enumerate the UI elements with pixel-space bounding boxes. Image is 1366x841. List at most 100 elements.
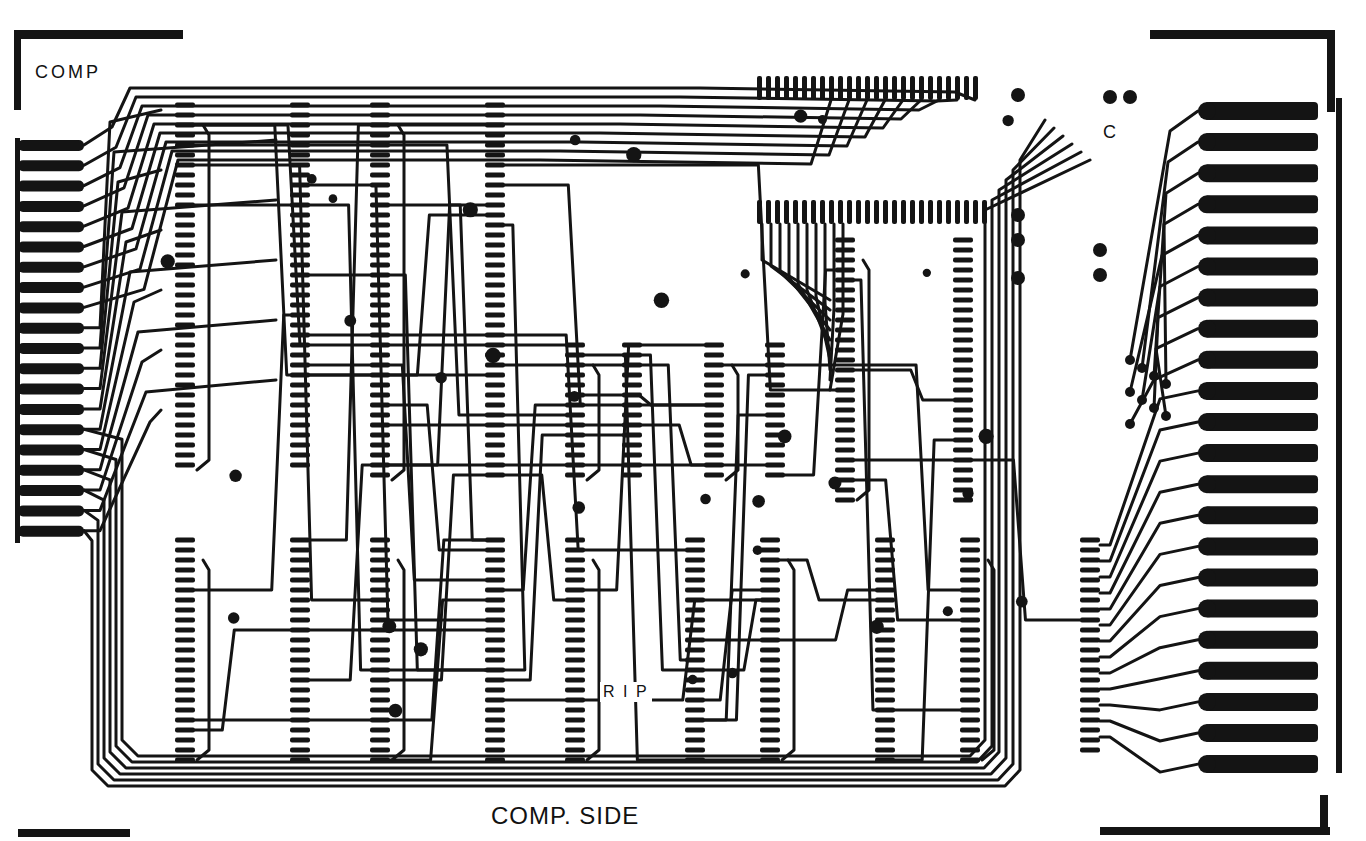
ic-pad — [175, 203, 195, 208]
ic-pad — [622, 363, 642, 368]
ic-pad — [290, 423, 310, 428]
ic-pad — [960, 748, 980, 753]
edge-finger — [18, 363, 84, 374]
ic-pad — [960, 628, 980, 633]
via — [414, 642, 428, 656]
ic-pad — [370, 183, 390, 188]
ic-pad — [565, 718, 585, 723]
copper-trace — [782, 560, 794, 760]
ic-pad — [565, 548, 585, 553]
header-pad — [874, 76, 879, 100]
copper-trace — [1100, 515, 1198, 609]
via — [1123, 90, 1137, 104]
ic-pad — [370, 698, 390, 703]
ic-pad — [685, 748, 705, 753]
via — [923, 269, 931, 277]
edge-finger — [1205, 475, 1318, 493]
ic-pad — [875, 678, 895, 683]
edge-finger — [1205, 506, 1318, 524]
via — [1016, 596, 1028, 608]
copper-trace — [1100, 671, 1198, 689]
ic-pad — [370, 558, 390, 563]
finger-pad — [1198, 226, 1216, 244]
ic-pad — [485, 413, 505, 418]
via — [485, 348, 500, 363]
ic-pad — [175, 133, 195, 138]
ic-pad — [1080, 598, 1100, 603]
ic-pad — [485, 548, 505, 553]
ic-pad — [290, 283, 310, 288]
ic-pad — [760, 618, 780, 623]
copper-trace — [1100, 391, 1198, 545]
header-pad — [955, 76, 960, 100]
ic-pad — [685, 568, 705, 573]
ic-pad — [175, 568, 195, 573]
header-pad — [964, 76, 969, 100]
via — [570, 135, 581, 146]
ic-pad — [960, 538, 980, 543]
ic-pad — [175, 678, 195, 683]
ic-pad — [760, 648, 780, 653]
ic-pad — [704, 443, 724, 448]
header-pad — [838, 76, 843, 100]
ic-pad — [960, 548, 980, 553]
ic-pad — [835, 428, 855, 433]
ic-pad — [765, 463, 785, 468]
ic-pad — [485, 233, 505, 238]
ic-pad — [622, 443, 642, 448]
edge-finger — [18, 424, 84, 435]
ic-pad — [370, 363, 390, 368]
ic-pad — [290, 618, 310, 623]
header-pad — [829, 200, 834, 224]
ic-pad — [835, 328, 855, 333]
edge-finger — [18, 221, 84, 232]
ic-pad — [765, 453, 785, 458]
ic-pad — [485, 403, 505, 408]
board-label: C — [1100, 122, 1119, 144]
ic-pad — [175, 708, 195, 713]
ic-pad — [485, 383, 505, 388]
header-pad — [973, 76, 978, 100]
ic-pad — [760, 758, 780, 763]
via — [1093, 268, 1107, 282]
copper-trace — [84, 160, 1090, 756]
ic-pad — [175, 393, 195, 398]
ic-pad — [953, 288, 973, 293]
ic-pad — [1080, 648, 1100, 653]
ic-pad — [953, 298, 973, 303]
edge-finger — [18, 404, 84, 415]
ic-pad — [290, 243, 310, 248]
ic-pad — [704, 473, 724, 478]
copper-trace — [310, 335, 685, 550]
ic-pad — [760, 568, 780, 573]
ic-pad — [290, 578, 310, 583]
edge-finger — [1205, 195, 1318, 213]
via — [727, 668, 737, 678]
ic-pad — [685, 658, 705, 663]
via — [626, 147, 641, 162]
header-pad — [847, 76, 852, 100]
ic-pad — [290, 383, 310, 388]
via — [688, 675, 697, 684]
ic-pad — [765, 343, 785, 348]
edge-finger — [18, 181, 84, 192]
ic-pad — [175, 163, 195, 168]
header-pad — [946, 200, 951, 224]
ic-pad — [290, 103, 310, 108]
ic-pad — [485, 688, 505, 693]
header-pad — [892, 200, 897, 224]
ic-pad — [565, 423, 585, 428]
header-pad — [856, 76, 861, 100]
edge-finger — [18, 445, 84, 456]
ic-pad — [290, 538, 310, 543]
ic-pad — [370, 213, 390, 218]
ic-pad — [953, 348, 973, 353]
ic-pad — [290, 303, 310, 308]
copper-trace — [310, 465, 704, 680]
ic-pad — [175, 423, 195, 428]
ic-pad — [622, 423, 642, 428]
ic-pad — [565, 453, 585, 458]
copper-trace — [855, 480, 960, 620]
header-pad — [892, 76, 897, 100]
ic-pad — [290, 253, 310, 258]
